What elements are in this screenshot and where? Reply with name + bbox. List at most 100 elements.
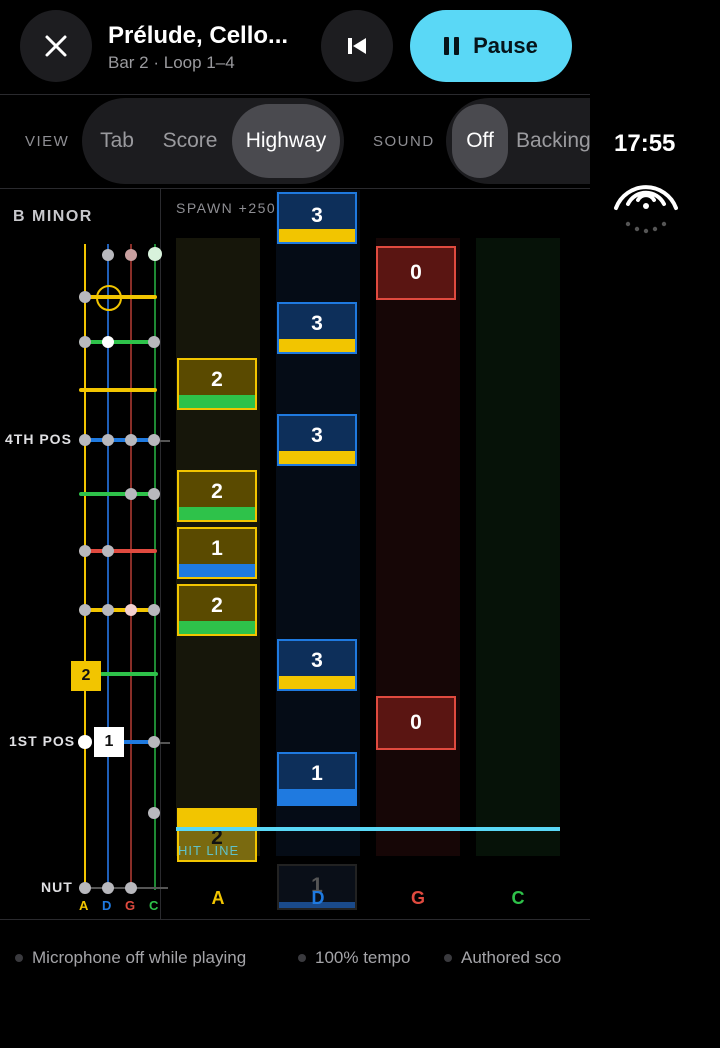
fret-dot [79,336,91,348]
note-block: 2 [177,470,257,522]
bullet-icon [15,954,23,962]
footer-divider [0,919,590,920]
fret-dot [125,249,137,261]
string-a [84,244,86,890]
string-letter-g: G [125,898,136,913]
footer-text: 100% tempo [315,948,411,967]
close-icon [45,35,67,57]
fret-dot [148,488,160,500]
note-number: 3 [311,312,323,335]
footer-status-authored: Authored sco [444,948,590,968]
note-number: 3 [311,649,323,672]
view-tab-option[interactable]: Tab [100,129,134,152]
note-number: 1 [311,762,323,785]
note-number: 2 [211,594,223,617]
note-number: 2 [211,480,223,503]
skip-back-icon [348,38,366,54]
lane-c [476,238,560,856]
sound-backing-option[interactable]: Backing [516,129,590,152]
note-block: 0 [376,696,456,750]
fret-dot [125,882,137,894]
fret-dot [148,807,160,819]
fret-dot [102,545,114,557]
note-number: 1 [311,874,323,897]
lane-g [376,238,460,856]
fret-dot [102,249,114,261]
fret-tick [160,742,170,744]
bullet-icon [298,954,306,962]
fretboard-divider [160,189,161,919]
string-letter-d: D [102,898,112,913]
sound-label: SOUND [373,133,435,150]
fret-marker [79,549,157,553]
note-block: 3 [277,192,357,244]
lane-label-c: C [511,888,525,908]
fret-marker [79,492,157,496]
fret-dot [148,247,162,261]
piece-title: Prélude, Cello... [108,22,289,49]
note-block-active: 2 [177,808,257,862]
lane-label-g: G [410,888,425,908]
note-block: 0 [376,246,456,300]
position-label: NUT [41,879,73,895]
footer-text: Authored sco [461,948,562,967]
fret-marker [100,672,158,676]
view-score-option[interactable]: Score [162,129,218,152]
position-label: 4TH POS [5,431,72,447]
note-number: 2 [211,826,223,849]
note-number: 0 [410,261,422,284]
note-block-past: 1 [277,864,357,910]
lane-label-a: A [211,888,225,908]
fret-dot [148,336,160,348]
pause-icon [444,37,460,55]
pause-label: Pause [473,33,538,58]
note-block: 1 [277,752,357,806]
pause-button[interactable]: Pause [410,10,572,82]
note-number: 1 [211,537,223,560]
fret-marker [79,388,157,392]
note-block: 3 [277,302,357,354]
fret-dot [79,604,91,616]
hit-line [176,827,560,831]
note-number: 2 [211,368,223,391]
restart-button[interactable] [321,10,393,82]
view-highway-option[interactable]: Highway [232,104,340,178]
fret-dot [102,434,114,446]
note-block: 3 [277,639,357,691]
bar-loop-info: Bar 2 · Loop 1–4 [108,53,235,72]
fret-dot [102,882,114,894]
fret-dot [148,604,160,616]
footer-status-mic: Microphone off while playing [15,948,246,968]
note-block: 2 [177,584,257,636]
fret-dot [79,545,91,557]
string-letter-a: A [79,898,89,913]
fret-dot [125,434,137,446]
fret-marker [79,438,157,442]
string-d [107,244,109,890]
current-note-ring [96,285,122,311]
close-button[interactable] [20,10,92,82]
hit-line-label: HIT LINE [178,843,240,858]
view-label: VIEW [25,133,70,150]
fret-dot [78,735,92,749]
fret-marker [110,740,158,744]
note-block: 1 [177,527,257,579]
sound-off-option[interactable]: Off [452,104,508,178]
fret-marker [79,608,157,612]
modebar-divider [0,188,590,189]
fret-dot [102,336,114,348]
fret-marker [79,340,157,344]
note-number: 3 [311,204,323,227]
wifi-status-icon [614,185,678,234]
header-divider [0,94,590,95]
finger-badge: 1 [94,727,124,757]
note-block: 2 [177,358,257,410]
note-number: 3 [311,424,323,447]
footer-status-tempo: 100% tempo [298,948,410,968]
footer-text: Microphone off while playing [32,948,247,967]
key-label: B MINOR [13,208,93,225]
clock: 17:55 [614,130,676,157]
fret-dot [79,434,91,446]
lane-d [276,190,360,856]
fret-dot [79,291,91,303]
